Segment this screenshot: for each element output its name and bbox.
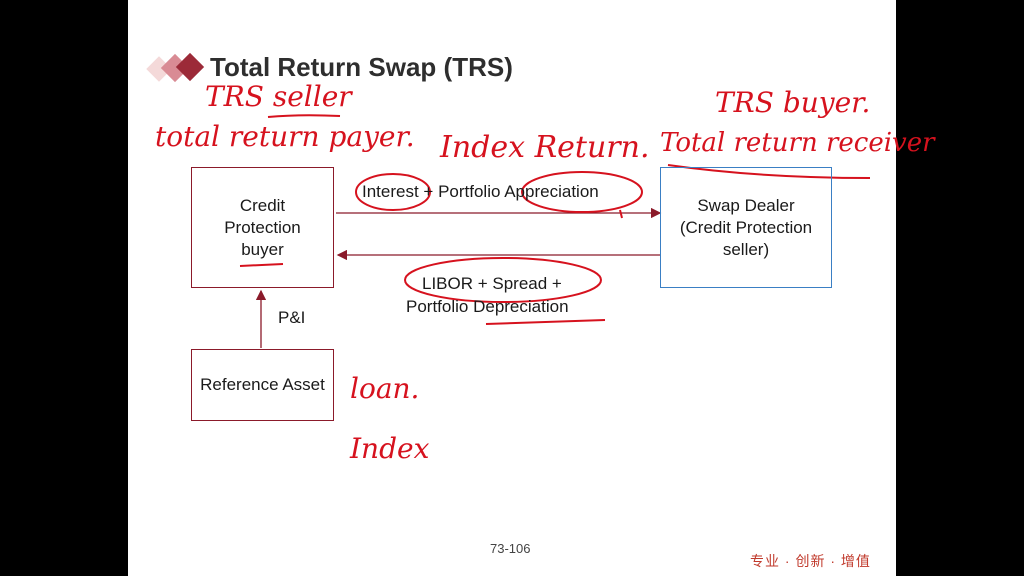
dealer-line-3: seller): [722, 239, 770, 259]
logo-diamonds-icon: [146, 52, 205, 83]
dealer-line-2: (Credit Protection: [679, 217, 813, 237]
handwriting-index: Index: [350, 432, 430, 465]
ink-annotations: [239, 114, 871, 325]
handwriting-total-return-payer: total return payer.: [155, 120, 415, 153]
ink-circle-interest: [355, 173, 431, 211]
handwriting-trs-seller: TRS seller: [205, 80, 352, 113]
ink-tick-1: [619, 209, 623, 219]
page-number: 73-106: [490, 541, 531, 556]
ink-circle-appreciation: [521, 171, 643, 213]
buyer-line-2: Protection: [224, 217, 301, 237]
reference-asset-box: Reference Asset: [191, 349, 334, 421]
swap-dealer-box: Swap Dealer (Credit Protection seller): [660, 167, 832, 288]
top-arrow-label: Interest + Portfolio Appreciation: [362, 182, 599, 201]
slide: [128, 0, 896, 576]
brand-slogan: 专业 · 创新 · 增值: [750, 553, 871, 569]
handwriting-total-return-receiver: Total return receiver: [660, 128, 935, 158]
ink-underline-seller: [267, 114, 341, 118]
reference-asset-label: Reference Asset: [200, 375, 325, 394]
ink-underline-depreciation: [485, 319, 606, 325]
ink-underline-buyer: [239, 263, 284, 267]
bottom-arrow-label-line1: LIBOR + Spread +: [422, 274, 562, 293]
handwriting-trs-buyer: TRS buyer.: [715, 86, 871, 119]
dealer-line-1: Swap Dealer: [697, 195, 795, 215]
handwriting-index-return: Index Return.: [440, 130, 650, 165]
credit-protection-buyer-box: Credit Protection buyer: [191, 167, 334, 288]
buyer-line-1: Credit: [239, 195, 286, 215]
slide-title: Total Return Swap (TRS): [210, 52, 513, 82]
handwriting-loan: loan.: [350, 372, 420, 405]
bottom-arrow-label-line2: Portfolio Depreciation: [406, 297, 569, 316]
p-and-i-label: P&I: [278, 308, 306, 327]
buyer-line-3: buyer: [241, 239, 284, 259]
ink-circle-libor: [404, 257, 602, 303]
